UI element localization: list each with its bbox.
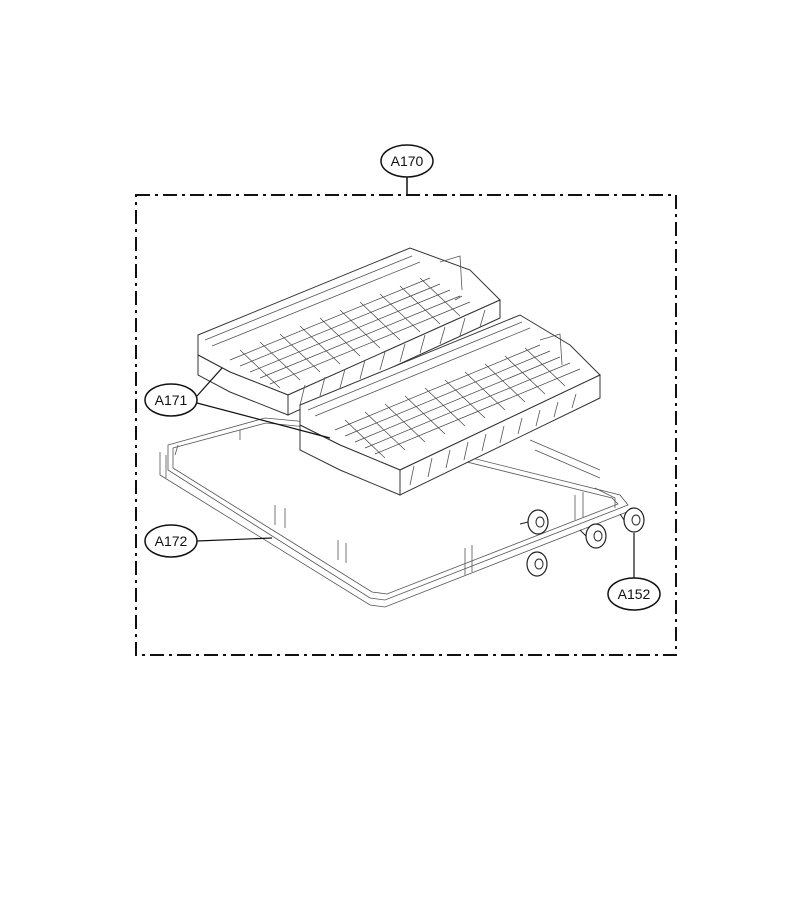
roller-2 xyxy=(526,551,548,577)
rack-frame xyxy=(159,417,633,608)
basket-left-grid xyxy=(229,277,471,389)
callout-a171-label: A171 xyxy=(155,392,188,408)
roller-3 xyxy=(579,523,607,549)
rollers xyxy=(519,507,645,577)
callout-a152-label: A152 xyxy=(618,586,651,602)
callout-a171-leader-2 xyxy=(196,402,331,439)
callout-a171[interactable]: A171 xyxy=(144,367,331,439)
callout-a172[interactable]: A172 xyxy=(144,524,273,558)
callout-a172-leader xyxy=(196,537,273,542)
roller-4 xyxy=(619,507,645,533)
roller-1 xyxy=(519,509,549,535)
callout-a171-leader-1 xyxy=(196,367,223,397)
basket-right-grid xyxy=(334,344,581,459)
basket-right xyxy=(299,314,601,496)
assembly-boundary xyxy=(135,194,677,656)
callout-a170[interactable]: A170 xyxy=(380,144,434,195)
callout-a171-bubble xyxy=(144,383,198,417)
callout-a152[interactable]: A152 xyxy=(607,533,661,611)
callout-a172-label: A172 xyxy=(155,533,188,549)
callout-a170-label: A170 xyxy=(391,153,424,169)
